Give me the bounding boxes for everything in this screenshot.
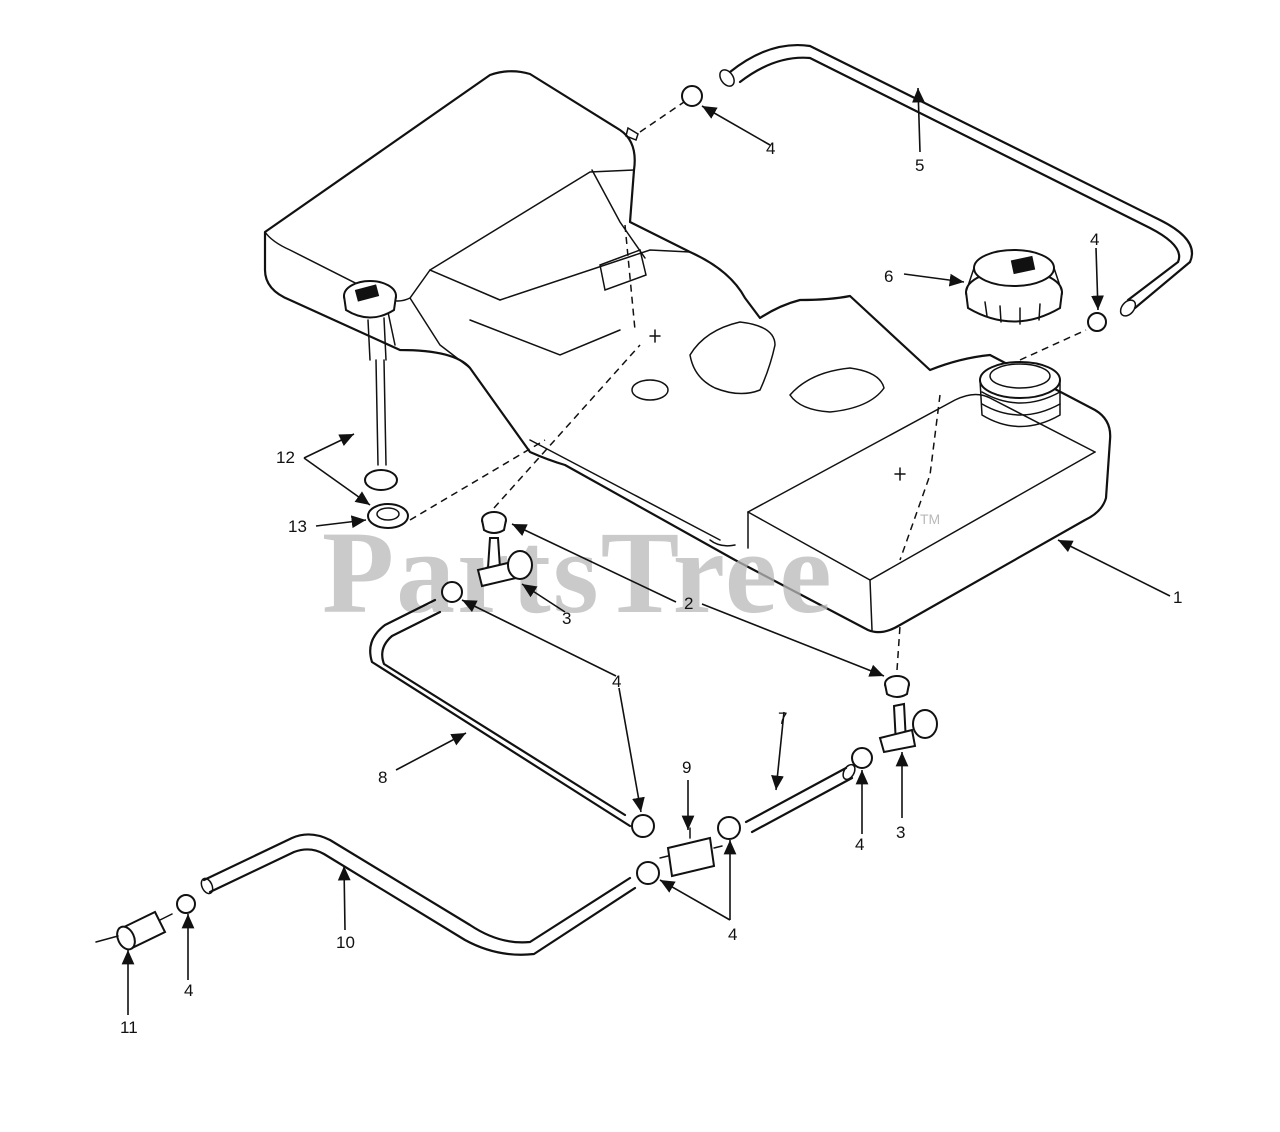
watermark-text: PartsTree <box>322 507 834 638</box>
callout-11: 11 <box>120 1018 138 1037</box>
callout-4-tee: 4 <box>728 925 737 944</box>
callout-4-filter: 4 <box>184 981 193 1000</box>
callout-4-line8: 4 <box>612 672 621 691</box>
callout-3-right: 3 <box>896 823 905 842</box>
vent-hose <box>719 44 1193 317</box>
callout-13: 13 <box>288 517 307 536</box>
callout-12: 12 <box>276 448 295 467</box>
fuel-tank <box>263 70 1112 634</box>
callout-9: 9 <box>682 758 691 777</box>
callout-6: 6 <box>884 267 893 286</box>
fuel-lines <box>95 598 856 956</box>
callout-7: 7 <box>778 709 787 728</box>
watermark-tm: TM <box>920 511 940 527</box>
callout-2: 2 <box>684 594 693 613</box>
callout-4-top: 4 <box>766 139 775 158</box>
fuel-gauge-assembly <box>343 280 546 529</box>
callout-4-cap: 4 <box>1090 230 1099 249</box>
callout-10: 10 <box>336 933 355 952</box>
callout-4-line7: 4 <box>855 835 864 854</box>
fuel-cap <box>965 249 1063 325</box>
callout-5: 5 <box>915 156 924 175</box>
callout-8: 8 <box>378 768 387 787</box>
callouts: 1 2 3 3 4 4 4 4 4 4 5 6 7 8 9 10 11 12 1… <box>120 139 1182 1037</box>
bushings-and-valves <box>476 344 938 754</box>
callout-3-left: 3 <box>562 609 571 628</box>
leader-lines <box>121 87 1171 1015</box>
callout-1: 1 <box>1173 588 1182 607</box>
hose-clamps <box>176 85 1107 914</box>
